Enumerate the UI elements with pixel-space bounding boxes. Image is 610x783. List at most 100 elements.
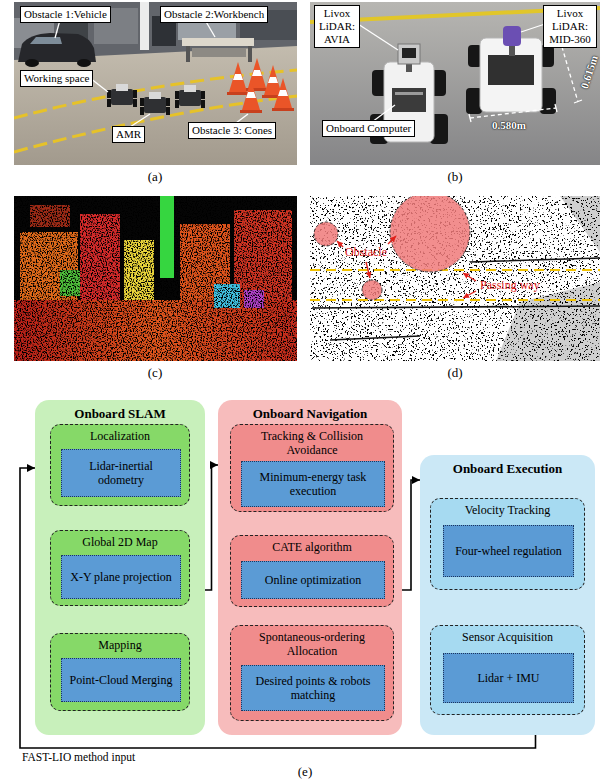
- occupancy-map: [390, 196, 470, 272]
- lab-photo: [248, 46, 252, 62]
- traffic-cones: [272, 108, 294, 111]
- robots-photo: [398, 44, 420, 64]
- robots: [140, 98, 144, 106]
- callout-box: Onboard Computer: [322, 120, 415, 137]
- heading-text: CATE algorithm: [231, 536, 393, 554]
- heading-text: Mapping: [51, 634, 189, 652]
- point-cloud: [14, 196, 297, 361]
- pointer-arrows: [366, 262, 370, 278]
- callout-box: AMR: [112, 126, 145, 143]
- heading-text: Tracking & Collision Avoidance: [231, 425, 393, 457]
- panel-letter: (c): [148, 366, 162, 380]
- panel-letter: (e): [298, 765, 312, 779]
- map-annotation: Passing way: [480, 279, 540, 292]
- method-box: Point-Cloud Merging: [61, 658, 181, 702]
- robots: [184, 85, 196, 92]
- label-text: Obstacle 3: Cones: [192, 124, 272, 137]
- robots-photo: [310, 2, 600, 165]
- label-text: Minimum-energy task execution: [246, 470, 380, 498]
- robots-photo: [402, 48, 416, 58]
- robots: [107, 84, 205, 115]
- robots: [111, 89, 133, 105]
- traffic-cones: [246, 92, 256, 98]
- module-panel: Onboard NavigationTracking & Collision A…: [218, 400, 402, 735]
- traffic-cones: [229, 62, 247, 92]
- traffic-cones: [227, 92, 249, 95]
- heading-text: Velocity Tracking: [431, 499, 584, 517]
- label-text: Lidar-inertial odometry: [66, 459, 176, 487]
- callout-box: Obstacle 2:Workbench: [160, 6, 268, 23]
- robots: [149, 92, 161, 99]
- heading-text: Localization: [51, 425, 189, 443]
- robots: [175, 100, 179, 108]
- feedback-note: FAST-LIO method input: [22, 751, 135, 764]
- leader-lines: [521, 24, 545, 32]
- callout-box: Livox LiDAR: MID-360: [543, 5, 597, 48]
- function-box: Velocity TrackingFour-wheel regulation: [430, 498, 585, 590]
- occupancy-map: [314, 222, 338, 246]
- callout-box: Working space: [20, 70, 93, 87]
- method-box: Desired points & robots matching: [241, 665, 385, 711]
- method-box: Lidar-inertial odometry: [61, 449, 181, 497]
- heading-text: Global 2D Map: [51, 531, 189, 549]
- robots: [179, 90, 201, 106]
- robots-photo: [488, 55, 534, 85]
- robots: [140, 107, 144, 115]
- robots-photo: [392, 88, 426, 112]
- occupancy-map: [362, 280, 382, 300]
- pointer-arrows: [463, 273, 476, 281]
- robots: [201, 100, 205, 108]
- heading-text: Onboard SLAM: [35, 400, 205, 421]
- occupancy-map: [310, 196, 600, 361]
- dimension-lines: [560, 40, 578, 102]
- robots: [140, 92, 170, 115]
- label-text: Onboard Computer: [326, 122, 411, 135]
- point-cloud: [14, 196, 297, 361]
- lab-photo: [77, 59, 91, 67]
- function-box: Global 2D MapX-Y plane projection: [50, 530, 190, 606]
- method-box: Minimum-energy task execution: [241, 461, 385, 507]
- robots: [107, 99, 111, 107]
- occupancy-map: [470, 196, 600, 264]
- traffic-cones: [274, 78, 292, 108]
- robots: [166, 98, 170, 106]
- point-cloud: [160, 196, 174, 278]
- heading-text: Onboard Navigation: [218, 400, 402, 421]
- method-box: Lidar + IMU: [443, 653, 574, 703]
- heading-text: Sensor Acquisition: [431, 626, 584, 644]
- leader-lines: [358, 24, 545, 122]
- traffic-cones: [278, 90, 288, 96]
- robots-photo: [310, 2, 600, 165]
- robots: [175, 91, 179, 99]
- method-box: Online optimization: [241, 561, 385, 599]
- label-text: Obstacle 2:Workbench: [164, 8, 264, 21]
- callout-box: Obstacle 1:Vehicle: [20, 6, 111, 23]
- dimension-label: 0.580m: [492, 119, 526, 131]
- lab-photo: [18, 33, 96, 62]
- panel-letter: (d): [447, 366, 462, 380]
- panel-letter: (b): [447, 170, 462, 184]
- label-text: Livox LiDAR: MID-360: [546, 7, 594, 46]
- label-text: X-Y plane projection: [70, 570, 172, 584]
- method-box: Four-wheel regulation: [443, 525, 574, 577]
- lab-photo: [186, 46, 190, 62]
- callout-box: Livox LiDAR: AVIA: [314, 5, 360, 48]
- label-text: Obstacle 1:Vehicle: [24, 8, 107, 21]
- lab-photo: [14, 2, 297, 165]
- lab-photo: [192, 48, 246, 57]
- function-box: LocalizationLidar-inertial odometry: [50, 424, 190, 506]
- robots: [201, 91, 205, 99]
- robots-photo: [503, 26, 521, 46]
- robots: [133, 99, 137, 107]
- pointer-arrows: [337, 236, 476, 298]
- traffic-cones: [242, 80, 260, 110]
- robots: [133, 90, 137, 98]
- dimension-lines: [470, 108, 556, 118]
- traffic-cones: [240, 110, 262, 113]
- traffic-cones: [233, 74, 243, 80]
- module-panel: Onboard SLAM LocalizationLidar-inertial o…: [35, 400, 205, 735]
- point-cloud: [14, 196, 297, 361]
- lab-photo: [25, 59, 39, 67]
- connector: [402, 480, 420, 590]
